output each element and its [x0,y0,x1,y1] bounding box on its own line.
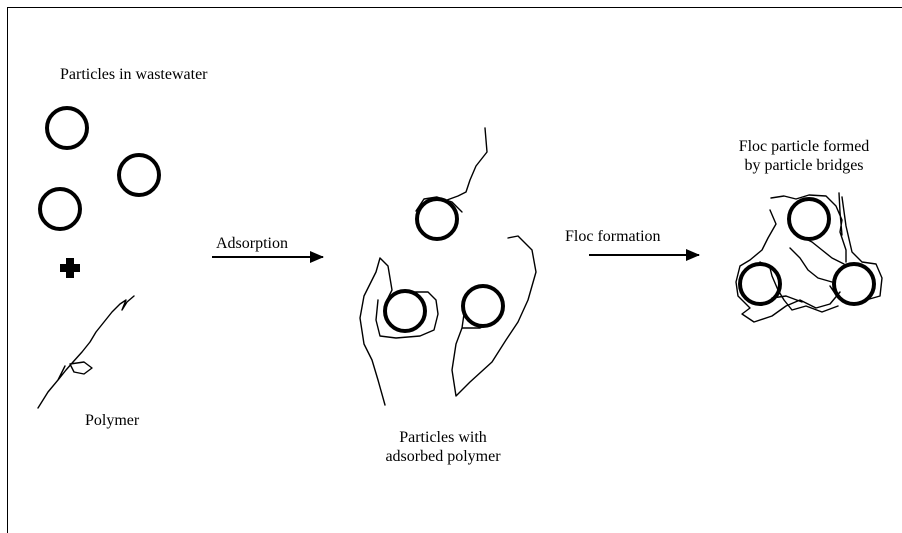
free-particles [40,108,159,229]
particle [789,199,829,239]
floc-particle-label: Floc particle formed by particle bridges [714,137,894,175]
particles-with-adsorbed-polymer-label: Particles with adsorbed polymer [376,428,510,466]
particle [40,189,80,229]
adsorbed-particles [385,199,503,331]
plus-icon [60,258,80,278]
particle [119,155,159,195]
particle [417,199,457,239]
particle [47,108,87,148]
polymer-chain [38,296,134,408]
particles-in-wastewater-label: Particles in wastewater [60,65,208,84]
particle [385,291,425,331]
polymer-chain [416,128,487,212]
adsorption-label: Adsorption [216,234,288,253]
floc-formation-label: Floc formation [565,227,661,246]
polymer-label: Polymer [85,411,139,430]
particle [834,264,874,304]
